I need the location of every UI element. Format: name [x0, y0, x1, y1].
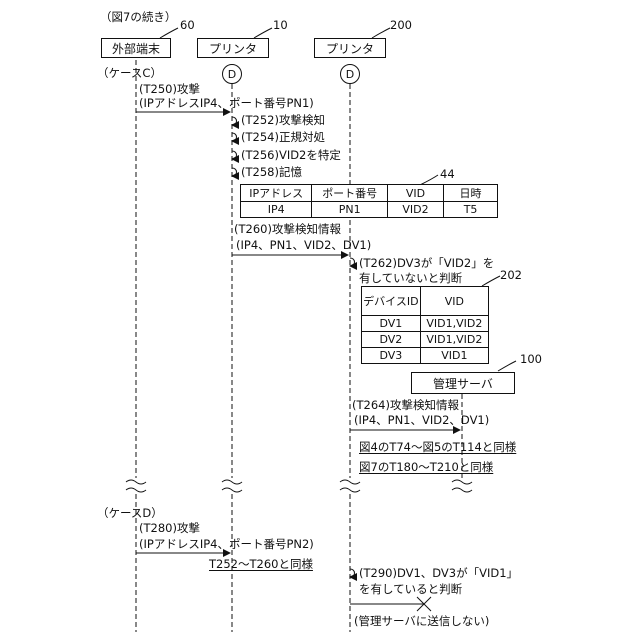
leader-60	[160, 28, 178, 38]
step-t258: (T258)記憶	[241, 165, 302, 179]
table-202-cell: DV1	[362, 316, 421, 332]
table-202-cell: DV2	[362, 332, 421, 348]
ref-10: 10	[273, 18, 288, 32]
note-fig7: 図7のT180～T210と同様	[359, 460, 493, 474]
table-202-cell: VID1,VID2	[420, 332, 488, 348]
self-loop-t254	[232, 133, 237, 141]
break-mark-server	[452, 480, 472, 492]
ref-44: 44	[440, 167, 455, 181]
not-sent-note: (管理サーバに送信しない)	[354, 614, 489, 628]
table-44-cell: IP4	[241, 202, 312, 218]
step-t264-params: (IP4、PN1、VID2、DV1)	[354, 413, 489, 427]
case-d-label: （ケースD）	[97, 506, 163, 520]
self-loop-t290	[350, 569, 355, 577]
table-44-header: IPアドレス ポート番号 VID 日時	[241, 185, 498, 202]
table-202-header-cell: デバイスID	[362, 287, 421, 316]
self-loop-t256	[232, 151, 237, 159]
leader-100	[498, 361, 516, 371]
ref-202: 202	[500, 268, 522, 282]
table-44-header-cell: IPアドレス	[241, 185, 312, 202]
step-t280: (T280)攻撃	[139, 521, 200, 535]
lifeline-header-external-terminal: 外部端末	[101, 38, 171, 58]
leader-200	[372, 28, 390, 38]
table-44-cell: VID2	[387, 202, 443, 218]
marker-d-printer-200: D	[340, 64, 360, 84]
step-t254: (T254)正規対処	[241, 130, 325, 144]
table-44-header-cell: VID	[387, 185, 443, 202]
leader-10	[254, 28, 272, 38]
self-loop-t258	[232, 168, 237, 176]
self-loop-t252	[232, 117, 237, 125]
table-44-row: IP4 PN1 VID2 T5	[241, 202, 498, 218]
step-t252: (T252)攻撃検知	[241, 113, 325, 127]
step-t290-line1: (T290)DV1、DV3が「VID1」	[359, 566, 518, 580]
table-44-cell: T5	[444, 202, 498, 218]
break-mark-printer-10	[222, 480, 242, 492]
self-loop-t262	[350, 258, 355, 266]
table-202-row: DV2 VID1,VID2	[362, 332, 489, 348]
step-t250-params: (IPアドレスIP4、ポート番号PN1)	[139, 96, 314, 110]
table-202-header-cell: VID	[420, 287, 488, 316]
table-202-cell: VID1	[420, 348, 488, 364]
figure-continuation-caption: （図7の続き）	[100, 10, 176, 24]
table-44-cell: PN1	[312, 202, 387, 218]
table-202-header: デバイスID VID	[362, 287, 489, 316]
break-mark-printer-200	[340, 480, 360, 492]
step-t250: (T250)攻撃	[139, 82, 200, 96]
table-202-row: DV1 VID1,VID2	[362, 316, 489, 332]
step-t290-line2: を有していると判断	[359, 582, 462, 596]
lifeline-header-printer-200: プリンタ	[314, 38, 386, 58]
table-202-cell: VID1,VID2	[420, 316, 488, 332]
table-44-header-cell: ポート番号	[312, 185, 387, 202]
step-t260-params: (IP4、PN1、VID2、DV1)	[236, 238, 371, 252]
step-t280-params: (IPアドレスIP4、ポート番号PN2)	[139, 537, 314, 551]
lifeline-header-printer-10: プリンタ	[197, 38, 269, 58]
management-server-box: 管理サーバ	[411, 372, 515, 394]
marker-d-printer-10: D	[222, 64, 242, 84]
ref-200: 200	[390, 18, 412, 32]
table-44: IPアドレス ポート番号 VID 日時 IP4 PN1 VID2 T5	[240, 184, 498, 218]
table-44-header-cell: 日時	[444, 185, 498, 202]
note-t252-t260: T252～T260と同様	[209, 557, 313, 571]
step-t264: (T264)攻撃検知情報	[352, 398, 459, 412]
step-t262-line2: 有していないと判断	[359, 271, 462, 285]
case-c-label: （ケースC）	[97, 66, 162, 80]
table-202: デバイスID VID DV1 VID1,VID2 DV2 VID1,VID2 D…	[361, 286, 489, 364]
table-202-cell: DV3	[362, 348, 421, 364]
leader-202	[482, 276, 500, 286]
ref-100: 100	[520, 352, 542, 366]
step-t260: (T260)攻撃検知情報	[234, 222, 341, 236]
ref-60: 60	[180, 18, 195, 32]
break-mark-external	[126, 480, 146, 492]
step-t262-line1: (T262)DV3が「VID2」を	[359, 256, 494, 270]
step-t256: (T256)VID2を特定	[241, 148, 341, 162]
table-202-row: DV3 VID1	[362, 348, 489, 364]
note-fig4-fig5: 図4のT74～図5のT114と同様	[359, 440, 516, 454]
